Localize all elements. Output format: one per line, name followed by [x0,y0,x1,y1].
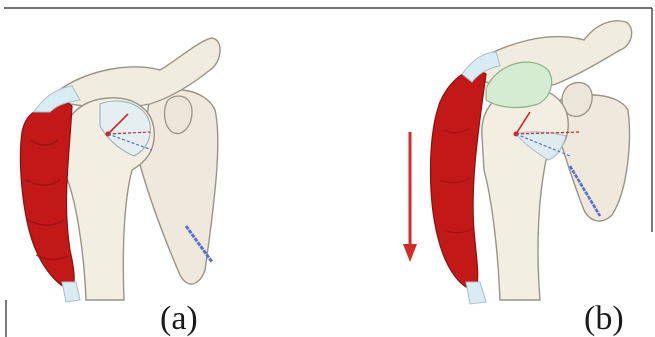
deltoid-tendon-bottom-b [466,282,486,304]
downward-arrow-head [403,244,417,262]
panel-b-label: (b) [584,302,624,336]
deltoid-muscle-b [431,70,487,290]
panel-a-label: (a) [160,302,198,336]
coracoid-a [165,96,192,134]
panel-b-illustration [403,21,632,304]
deltoid-muscle-a [20,101,74,290]
panel-a-illustration [20,38,220,302]
deltoid-tendon-bottom-a [62,282,80,302]
